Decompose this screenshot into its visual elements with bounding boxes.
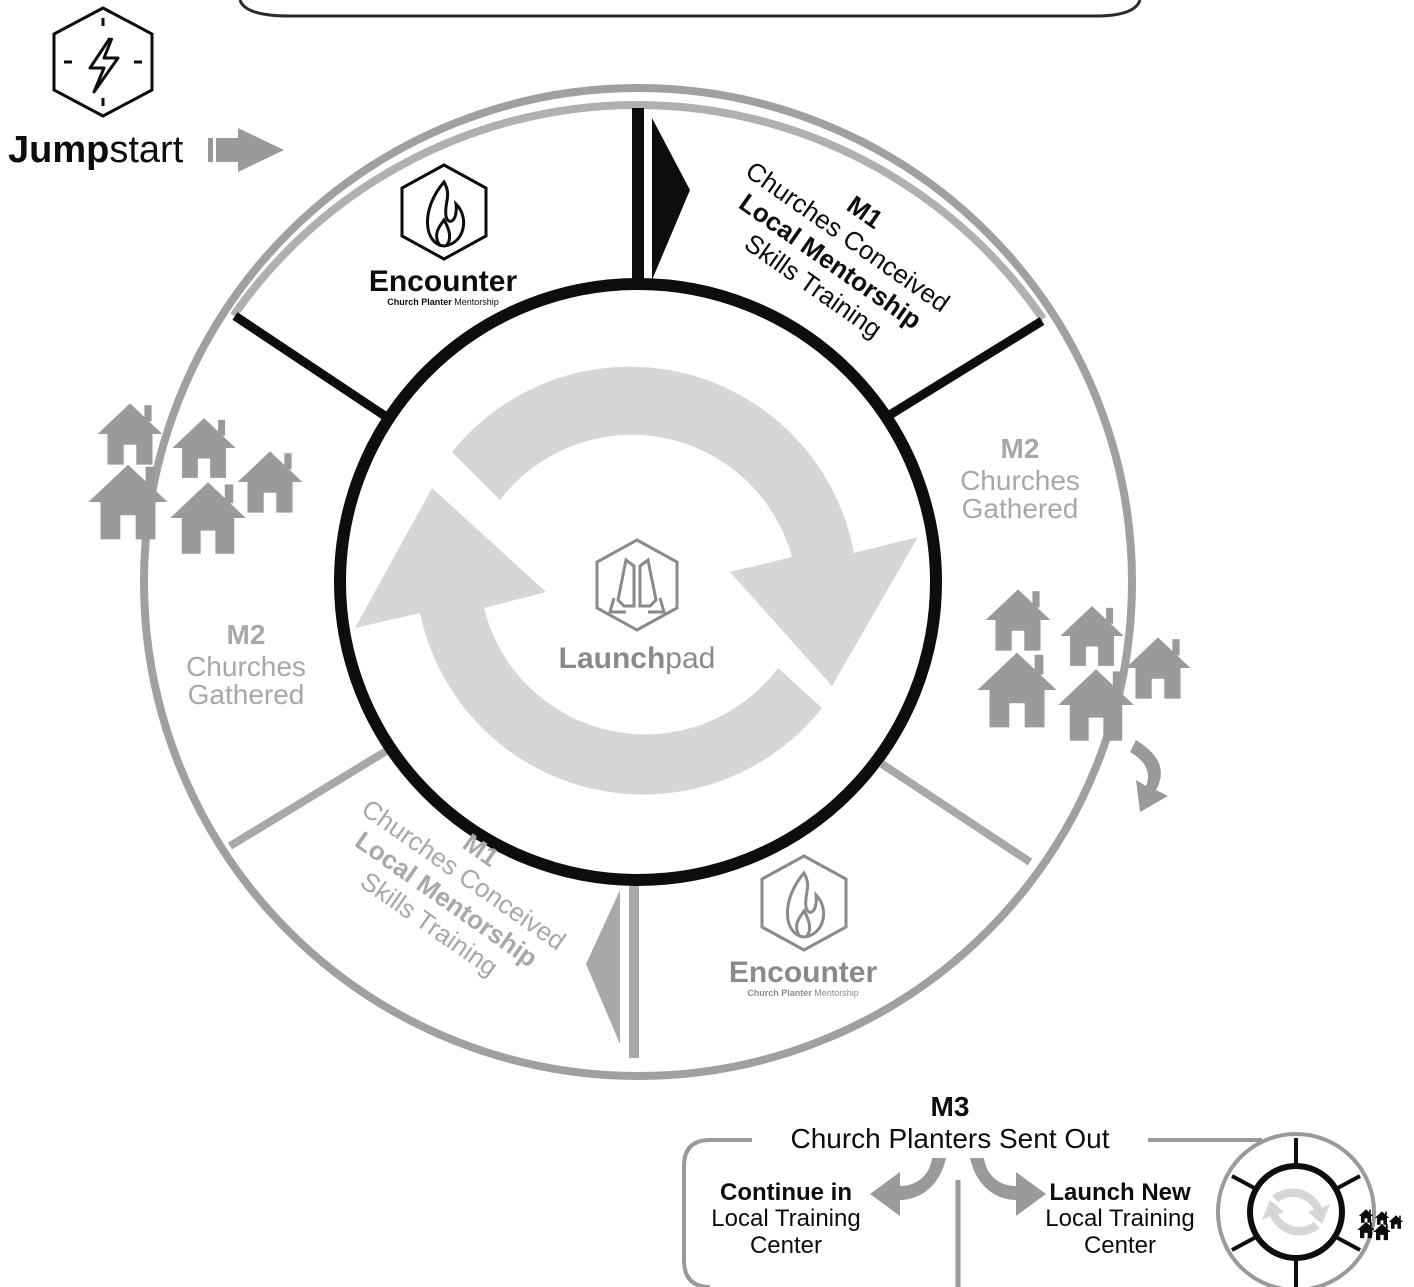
top-encounter-subtitle: Church Planter Mentorship — [387, 297, 499, 307]
top-flame-hexagon-icon — [400, 163, 488, 261]
right-curved-arrow — [1130, 740, 1168, 812]
mini-cycle-icon — [1216, 1132, 1376, 1287]
m3-right-line2: Local Training — [1045, 1205, 1194, 1232]
spoke-upper-left — [232, 312, 391, 422]
bottom-encounter-subtitle: Church Planter Mentorship — [747, 988, 859, 998]
spoke-lower-left — [227, 746, 391, 850]
bottom-encounter-title: Encounter — [729, 956, 878, 989]
right-m2-line1: Churches — [960, 465, 1080, 496]
m3-bracket — [682, 1138, 1262, 1287]
left-m2-line2: Gathered — [188, 679, 305, 710]
top-encounter-title: Encounter — [369, 265, 518, 298]
banner-bottom-edge — [238, 0, 1142, 18]
m3-label: M3 — [931, 1091, 970, 1122]
praying-hands-hexagon-icon — [595, 538, 679, 632]
m3-split-arrows — [870, 1158, 1046, 1216]
m3-title: Church Planters Sent Out — [790, 1123, 1109, 1154]
recycle-arrows-icon — [355, 366, 918, 795]
lightning-hexagon-icon — [52, 6, 154, 118]
pointer-top-triangle — [652, 118, 690, 280]
bottom-flame-hexagon-icon — [760, 854, 848, 952]
jumpstart-arrow — [208, 128, 284, 172]
m3-right-line1: Launch New — [1049, 1179, 1191, 1206]
spoke-upper-right — [885, 317, 1045, 420]
jumpstart-label: Jumpstart — [8, 129, 184, 171]
outer-ring-dark-arc — [230, 100, 1047, 322]
right-m2-label: M2 — [1001, 433, 1040, 464]
left-m2-line1: Churches — [186, 651, 306, 682]
spoke-lower-right — [879, 760, 1033, 866]
mini-houses-icon — [1357, 1209, 1404, 1241]
left-m2-label: M2 — [227, 619, 266, 650]
launchpad-label: Launchpad — [559, 642, 716, 675]
m3-left-line2: Local Training — [711, 1205, 860, 1232]
m3-left-line1: Continue in — [720, 1179, 852, 1206]
right-m2-line2: Gathered — [962, 493, 1079, 524]
pointer-bottom-triangle — [586, 890, 620, 1044]
m3-left-line3: Center — [750, 1232, 822, 1259]
m3-right-line3: Center — [1084, 1232, 1156, 1259]
